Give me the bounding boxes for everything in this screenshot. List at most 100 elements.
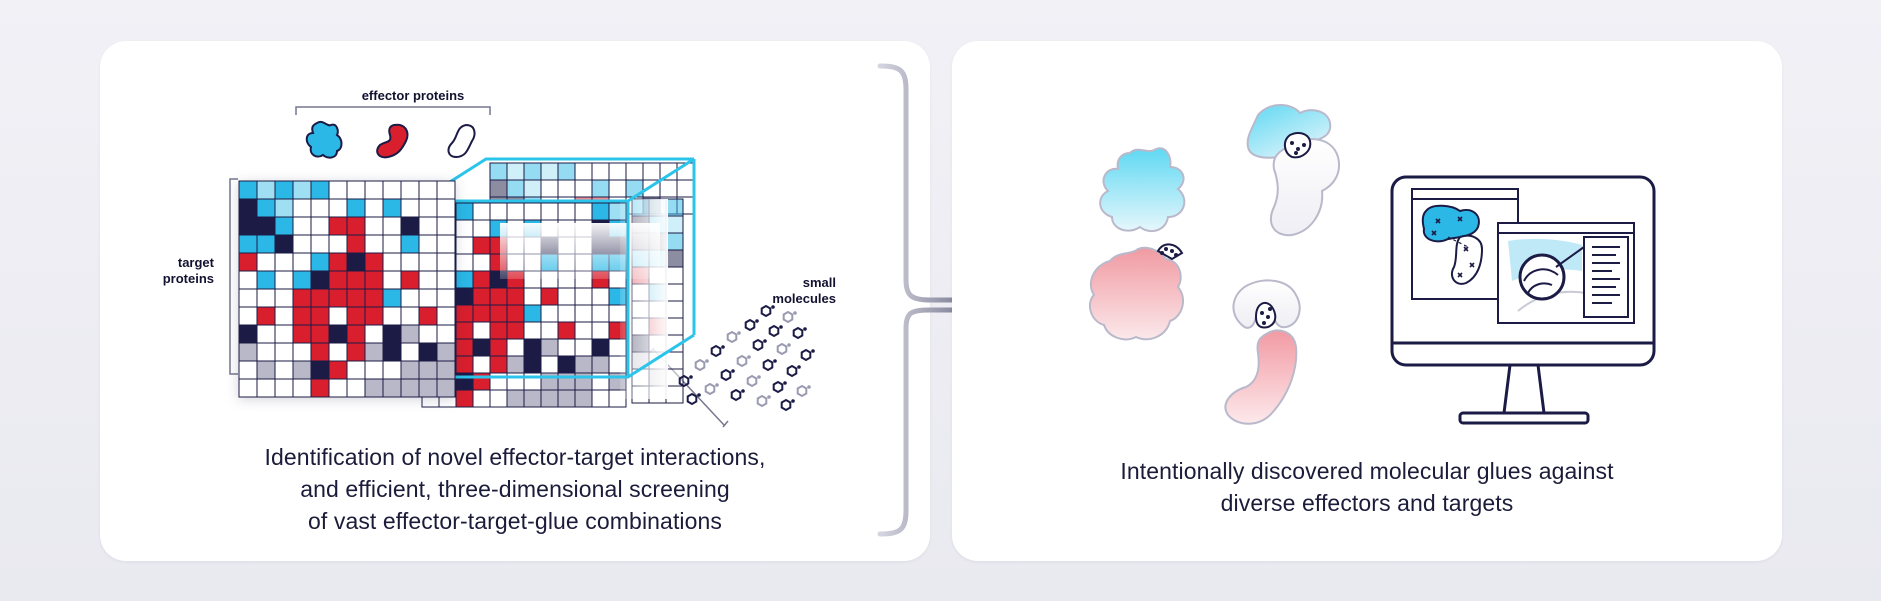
- matrix-cell: [418, 180, 438, 200]
- cube-front-cell: [506, 355, 525, 374]
- molecule-atom: [773, 359, 777, 363]
- left-caption-line2: and efficient, three-dimensional screeni…: [300, 476, 730, 502]
- matrix-cell: [364, 288, 384, 308]
- molecule-hexagon: [744, 318, 756, 332]
- matrix-cell: [274, 342, 294, 362]
- molecule-hexagon: [686, 392, 698, 406]
- cube-top-cell: [574, 162, 593, 181]
- molecule-hexagon: [780, 398, 792, 412]
- target-red-blob: [1088, 246, 1185, 341]
- cube-front-cell: [455, 321, 474, 340]
- matrix-cell: [274, 216, 294, 236]
- molecule-atom: [793, 311, 797, 315]
- cube-front-cell: [540, 321, 559, 340]
- matrix-cell: [382, 378, 402, 398]
- cube-front-cell: [506, 202, 525, 221]
- cube-front-cell: [557, 338, 576, 357]
- matrix-cell: [328, 306, 348, 326]
- cube-top-cell: [659, 179, 678, 198]
- matrix-cell: [436, 288, 456, 308]
- cube-front-cell: [574, 287, 593, 306]
- cube-front-cell: [455, 219, 474, 238]
- matrix-cell: [274, 234, 294, 254]
- matrix-cell: [238, 180, 258, 200]
- interaction-matrix: [238, 180, 456, 398]
- matrix-cell: [310, 342, 330, 362]
- target-proteins-label: target proteins: [130, 255, 214, 287]
- matrix-cell: [310, 198, 330, 218]
- matrix-cell: [292, 288, 312, 308]
- matrix-cell: [418, 234, 438, 254]
- matrix-cell: [364, 216, 384, 236]
- cube-front-cell: [574, 202, 593, 221]
- matrix-cell: [256, 270, 276, 290]
- matrix-cell: [256, 288, 276, 308]
- matrix-cell: [418, 252, 438, 272]
- matrix-cell: [382, 252, 402, 272]
- matrix-cell: [418, 342, 438, 362]
- matrix-cell: [256, 180, 276, 200]
- cube-top-cell: [540, 162, 559, 181]
- matrix-cell: [436, 270, 456, 290]
- cube-front-cell: [506, 389, 525, 408]
- small-label-line2: molecules: [772, 291, 836, 306]
- matrix-cell: [364, 378, 384, 398]
- cube-front-cell: [472, 202, 491, 221]
- molecule-hexagon: [796, 384, 808, 398]
- molecule-hexagon: [752, 338, 764, 352]
- molecule-atom: [797, 365, 801, 369]
- matrix-cell: [418, 378, 438, 398]
- matrix-cell: [364, 180, 384, 200]
- matrix-cell: [436, 360, 456, 380]
- cube-side-cell: [665, 283, 684, 302]
- cube-front-cell: [574, 389, 593, 408]
- target-white-blob: [1269, 138, 1340, 237]
- left-caption: Identification of novel effector-target …: [100, 441, 930, 537]
- matrix-cell: [274, 198, 294, 218]
- matrix-cell: [418, 198, 438, 218]
- right-panel: Intentionally discovered molecular glues…: [952, 41, 1782, 561]
- cube-front-cell: [489, 355, 508, 374]
- matrix-cell: [328, 288, 348, 308]
- cube-front-cell: [506, 338, 525, 357]
- molecule-atom: [721, 345, 725, 349]
- cube-front-cell: [506, 287, 525, 306]
- matrix-cell: [382, 306, 402, 326]
- molecule-atom: [747, 355, 751, 359]
- matrix-cell: [328, 216, 348, 236]
- matrix-cell: [274, 270, 294, 290]
- matrix-cell: [436, 234, 456, 254]
- molecule-hexagon: [792, 326, 804, 340]
- matrix-cell: [364, 306, 384, 326]
- cube-top-cell: [625, 162, 644, 181]
- molecule-hexagon: [800, 348, 812, 362]
- cube-front-cell: [472, 219, 491, 238]
- cube-front-cell: [455, 389, 474, 408]
- matrix-cell: [364, 270, 384, 290]
- matrix-cell: [256, 324, 276, 344]
- molecule-atom: [779, 325, 783, 329]
- matrix-cell: [382, 234, 402, 254]
- monitor-icon: [1390, 175, 1656, 425]
- left-caption-line1: Identification of novel effector-target …: [264, 444, 766, 470]
- cube-front-cell: [557, 321, 576, 340]
- target-label-line2: proteins: [162, 271, 214, 286]
- matrix-cell: [292, 216, 312, 236]
- matrix-cell: [346, 360, 366, 380]
- cube-top-cell: [608, 162, 627, 181]
- matrix-cell: [292, 342, 312, 362]
- target-red-blob-2: [1224, 329, 1298, 425]
- matrix-cell: [400, 360, 420, 380]
- matrix-cell: [400, 198, 420, 218]
- cube-front-cell: [574, 304, 593, 323]
- matrix-cell: [400, 288, 420, 308]
- cube-front-cell: [489, 321, 508, 340]
- cube-front-cell: [472, 304, 491, 323]
- cube-top-cell: [506, 162, 525, 181]
- molecule-hexagon: [730, 388, 742, 402]
- matrix-cell: [400, 234, 420, 254]
- cube-front-cell: [540, 304, 559, 323]
- effector-protein-cyan-icon: [305, 120, 343, 159]
- matrix-cell: [436, 378, 456, 398]
- matrix-cell: [436, 180, 456, 200]
